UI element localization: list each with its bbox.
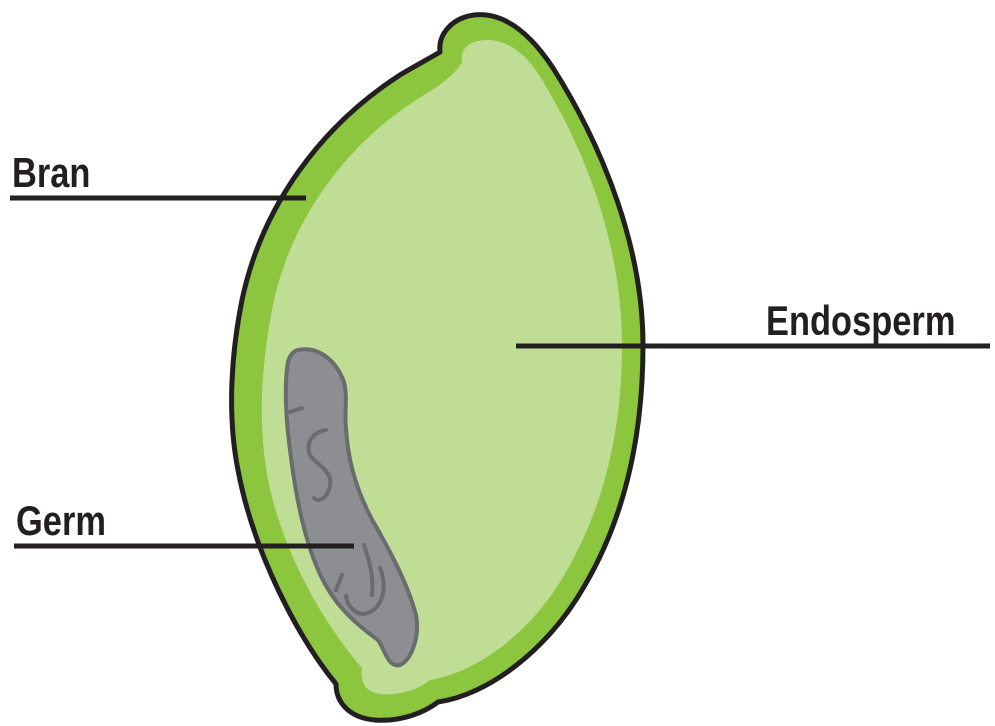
bran-label: Bran	[12, 152, 90, 194]
germ-label: Germ	[16, 500, 106, 542]
endosperm-label: Endosperm	[766, 300, 955, 342]
